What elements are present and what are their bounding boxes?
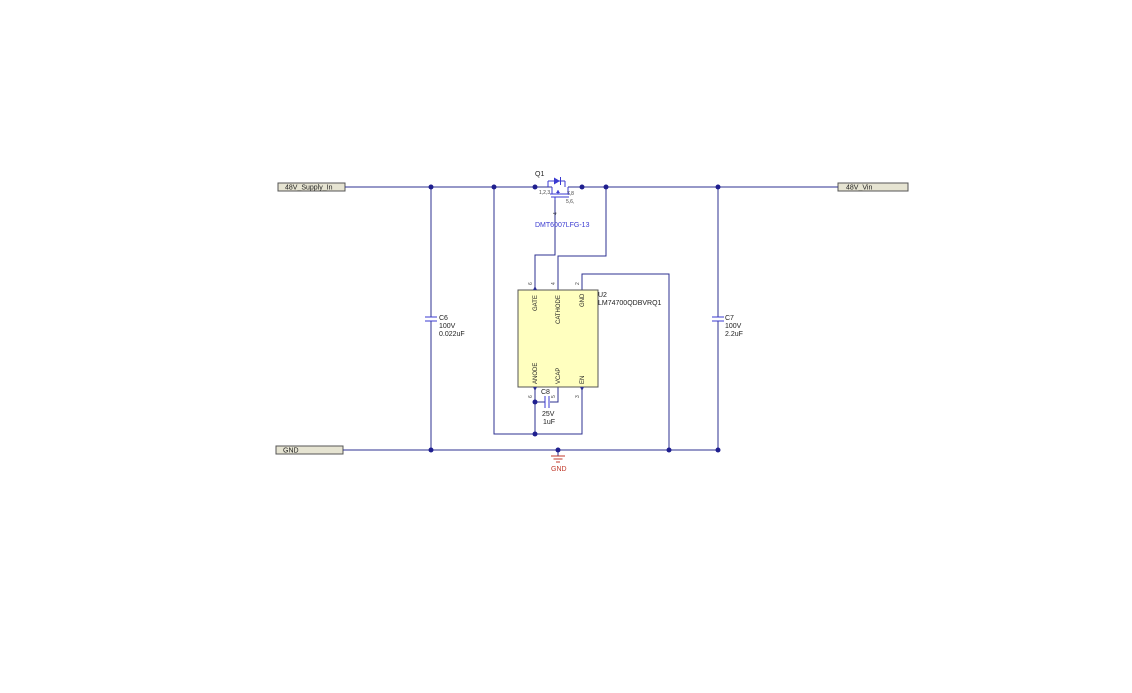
u2-pin-vcap: VCAP <box>556 368 562 384</box>
port-gnd[interactable]: GND <box>275 445 344 455</box>
capacitor-c7[interactable]: C7 100V 2.2uF <box>712 315 743 338</box>
c6-voltage: 100V <box>439 323 456 330</box>
u2-pin-gnd: GND <box>580 293 586 307</box>
wire-anode-loop <box>493 187 583 435</box>
wire-u2-gnd <box>581 273 670 450</box>
port-48v-vin[interactable]: 48V_Vin <box>837 182 909 192</box>
c8-value: 1uF <box>543 419 555 426</box>
junction-dot <box>555 447 561 453</box>
c8-ref: C8 <box>541 389 550 396</box>
u2-pin-gnd-num: 2 <box>575 282 581 285</box>
ground-label: GND <box>551 466 567 473</box>
ic-u2[interactable]: U2 LM74700QDBVRQ1 GATE 6 CATHODE 4 GND 2… <box>517 282 662 398</box>
u2-pin-vcap-num: 5 <box>551 395 557 398</box>
u2-pin-anode: ANODE <box>533 363 539 384</box>
port-48v-supply-in-label: 48V_Supply_In <box>285 185 333 192</box>
q1-diode-icon <box>554 177 560 185</box>
junction-dot <box>715 184 721 190</box>
junction-dot <box>666 447 672 453</box>
port-48v-supply-in[interactable]: 48V_Supply_In <box>277 182 346 192</box>
junction-dot <box>428 447 434 453</box>
junction-dot <box>715 447 721 453</box>
junction-dot <box>532 399 538 405</box>
q1-part: DMT6007LFG-13 <box>535 222 590 229</box>
u2-pin-cathode: CATHODE <box>556 295 562 324</box>
junction-dot <box>532 184 538 190</box>
capacitor-c6[interactable]: C6 100V 0.022uF <box>425 315 465 338</box>
c7-value: 2.2uF <box>725 331 743 338</box>
c6-ref: C6 <box>439 315 448 322</box>
junctions <box>428 184 721 453</box>
wire-cathode <box>557 187 607 290</box>
u2-pin-gate: GATE <box>533 295 539 311</box>
wires <box>343 186 838 456</box>
c8-voltage: 25V <box>542 411 555 418</box>
u2-pin-arrow-icon <box>533 286 537 290</box>
capacitor-c8[interactable]: C8 25V 1uF <box>541 389 555 426</box>
q1-pins-drain2: 5,6, <box>566 199 574 205</box>
junction-dot <box>603 184 609 190</box>
c6-value: 0.022uF <box>439 331 465 338</box>
c7-ref: C7 <box>725 315 734 322</box>
u2-pin-arrow-icon <box>533 387 537 391</box>
junction-dot <box>579 184 585 190</box>
u2-pin-cathode-num: 4 <box>551 282 557 285</box>
u2-part: LM74700QDBVRQ1 <box>598 300 662 307</box>
u2-pin-en: EN <box>580 376 586 384</box>
wire-gate <box>534 198 556 290</box>
q1-pins-source: 1,2,3 <box>539 190 550 196</box>
u2-pin-gate-num: 6 <box>528 282 534 285</box>
ground-symbol: GND <box>551 455 567 473</box>
junction-dot <box>532 431 538 437</box>
junction-dot <box>428 184 434 190</box>
junction-dot <box>491 184 497 190</box>
port-gnd-label: GND <box>283 448 299 455</box>
wire-vcap <box>550 387 559 403</box>
mosfet-q1[interactable]: Q1 1,2,3 7,8 5,6, 4 DMT6007LFG-13 <box>535 171 590 229</box>
u2-pin-arrow-icon <box>580 387 584 391</box>
c7-voltage: 100V <box>725 323 742 330</box>
q1-pins-drain: 7,8 <box>567 191 574 197</box>
port-48v-vin-label: 48V_Vin <box>846 185 872 192</box>
q1-pin-gate: 4 <box>553 212 559 215</box>
u2-pin-anode-num: 6 <box>528 395 534 398</box>
q1-ref: Q1 <box>535 171 544 178</box>
u2-pin-en-num: 3 <box>575 395 581 398</box>
u2-ref: U2 <box>598 292 607 299</box>
u2-body <box>517 289 599 388</box>
